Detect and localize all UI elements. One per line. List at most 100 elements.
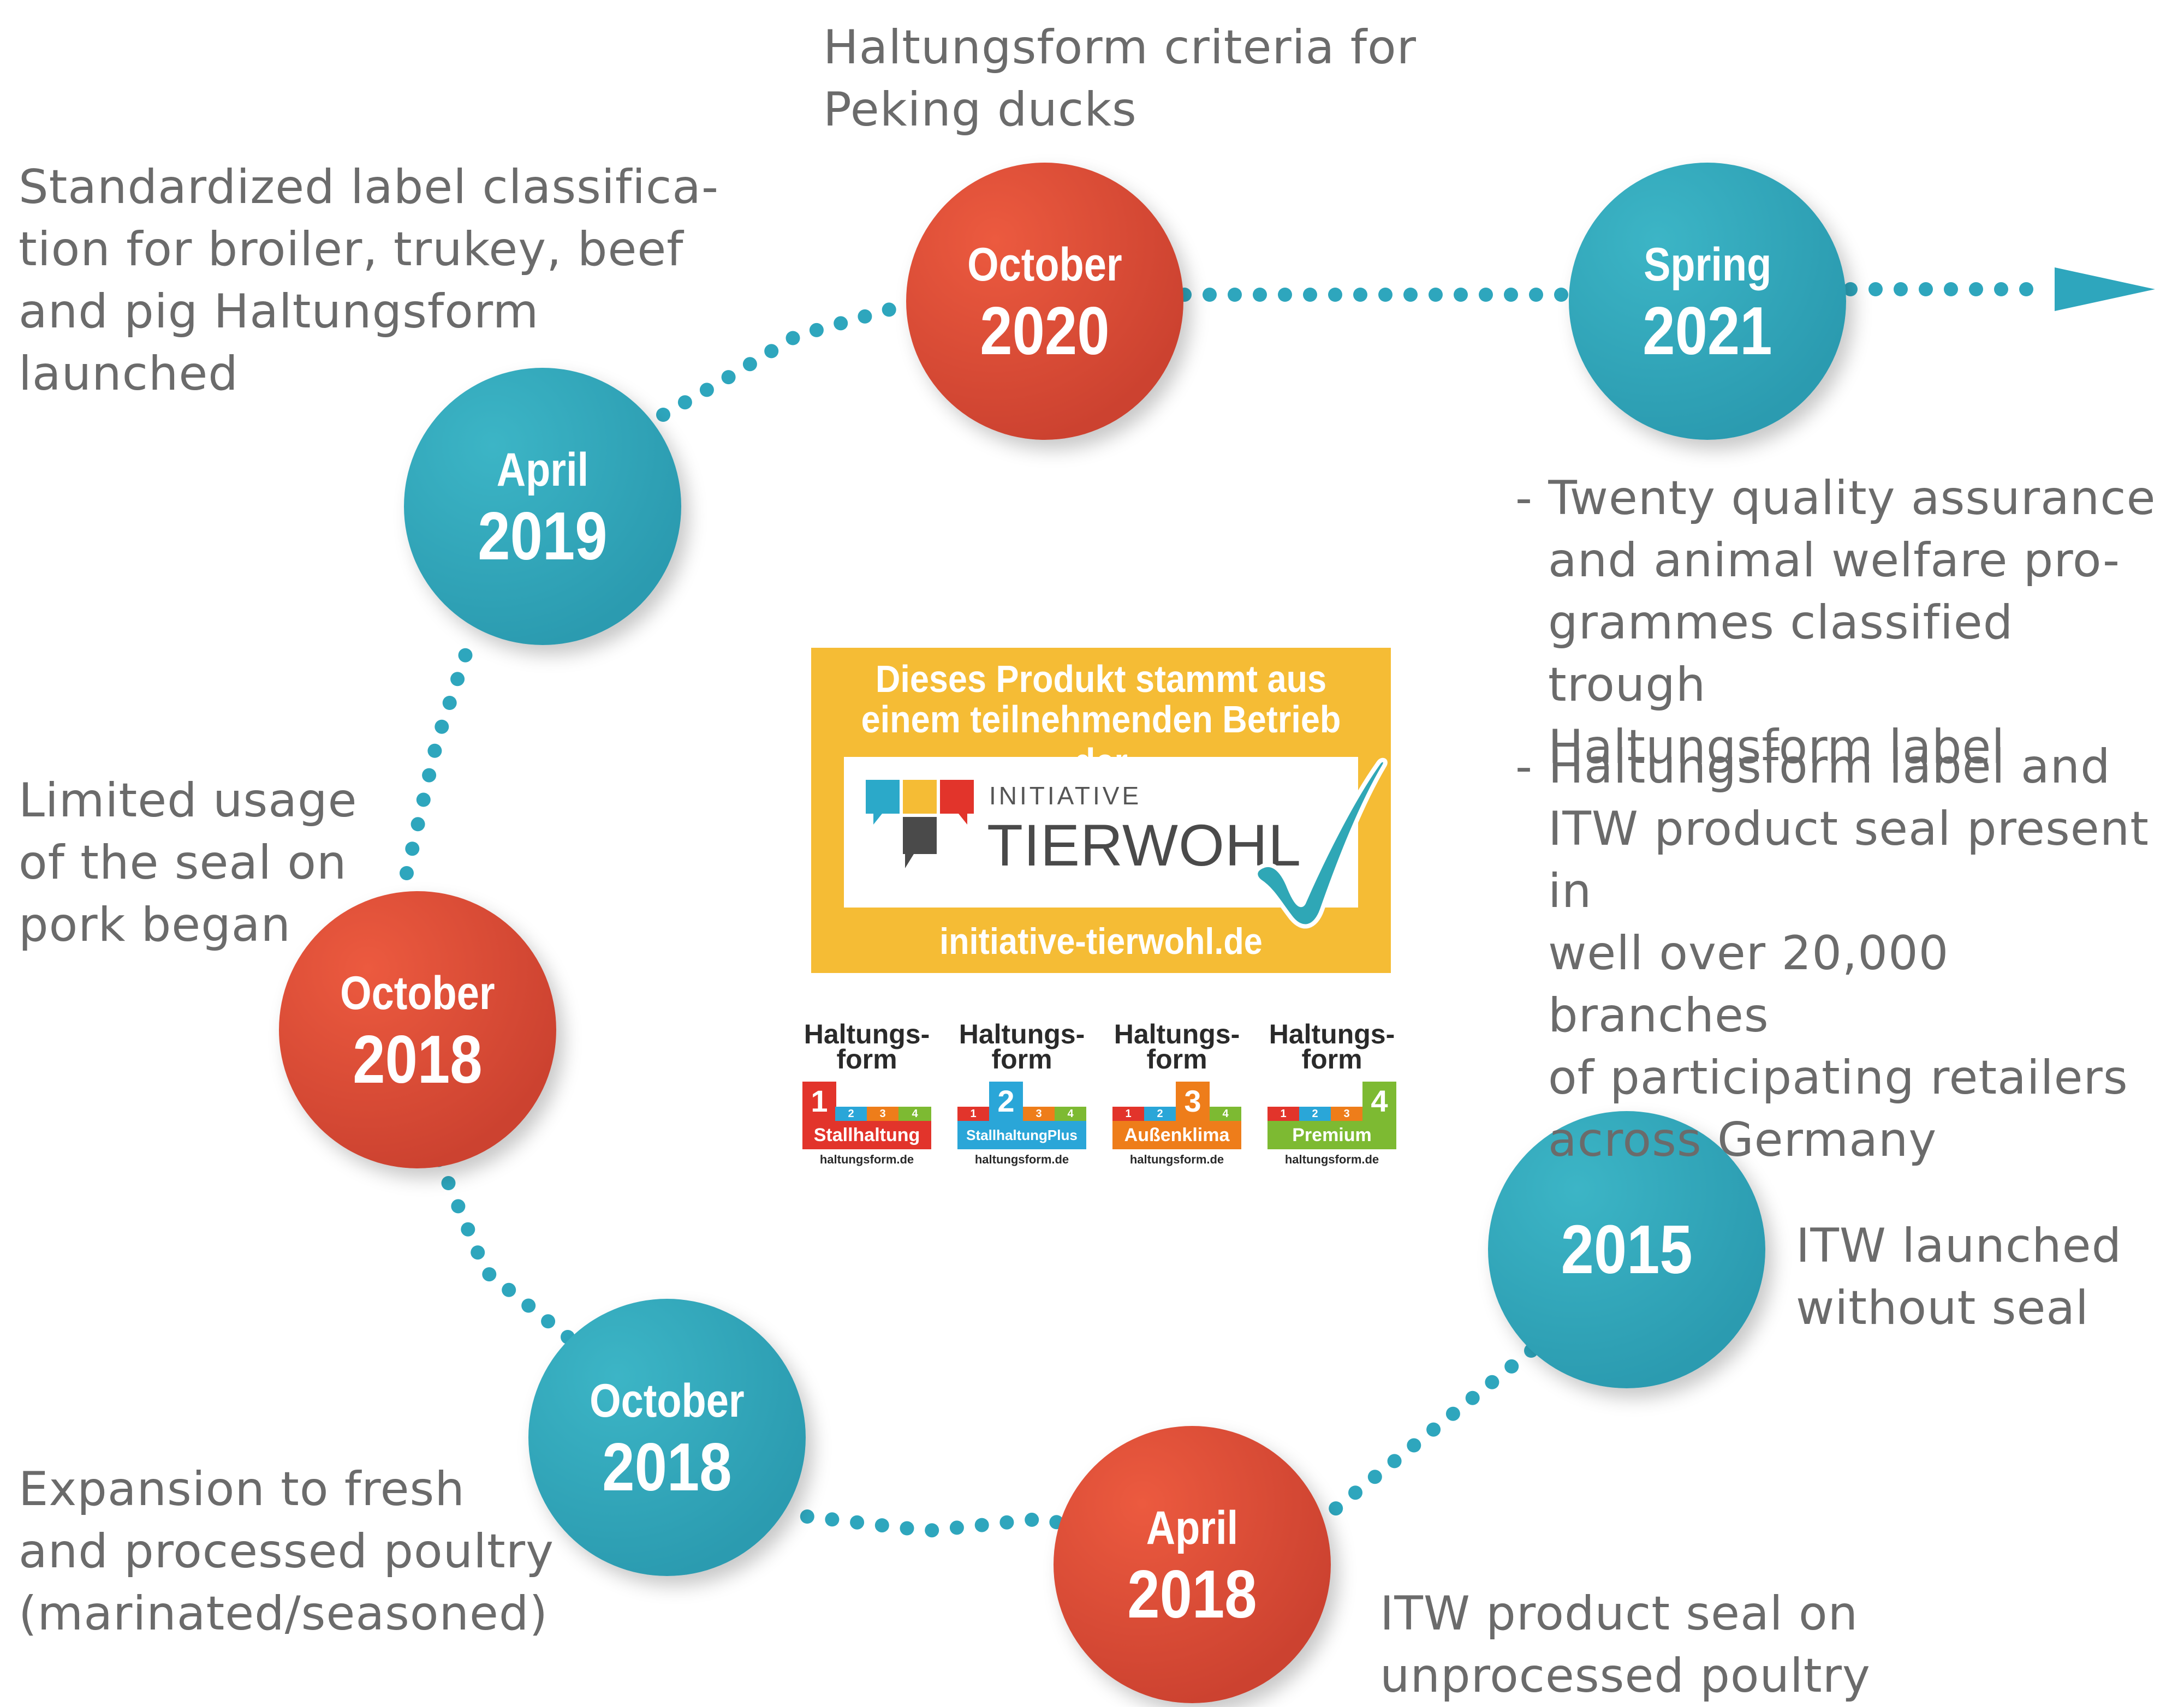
connector-dot	[1504, 1359, 1519, 1374]
connector-dot	[1407, 1438, 1421, 1453]
connector-dot	[900, 1521, 914, 1536]
connector-dot	[974, 1518, 989, 1532]
connector-dot	[1429, 288, 1443, 302]
milestone-year: 2018	[353, 1022, 483, 1097]
connector-dot	[925, 1523, 939, 1538]
tierwohl-logo-icon	[866, 780, 974, 868]
connector-dot	[1868, 282, 1883, 296]
connector-dot	[441, 1176, 456, 1190]
connector-dot	[1367, 1470, 1382, 1484]
connector-dot	[1465, 1390, 1480, 1405]
connector-dot	[482, 1267, 497, 1282]
connector-dot	[1485, 1375, 1499, 1389]
milestone-october-2018-pork: October 2018	[279, 891, 556, 1168]
connector-dot	[809, 323, 824, 337]
milestone-month: October	[590, 1375, 745, 1427]
connector-dot	[1479, 288, 1493, 302]
connector-dot	[1843, 282, 1858, 296]
haltungsform-title: Haltungs-	[804, 1019, 930, 1049]
connector-dot	[677, 395, 692, 410]
haltungsform-name: Stallhaltung	[802, 1121, 931, 1149]
seal-url: initiative-tierwohl.de	[939, 921, 1263, 962]
milestone-month: Spring	[1643, 238, 1772, 291]
haltungsform-label-1: Haltungs- form 1 2 3 4 Stallhaltung halt…	[802, 1020, 931, 1171]
haltungsform-label-3: Haltungs- form 1 2 3 4 Außenklima haltun…	[1112, 1020, 1241, 1171]
connector-dot	[435, 719, 449, 734]
milestone-year: 2019	[478, 499, 608, 574]
description-2015: ITW launched without seal	[1796, 1219, 2122, 1335]
haltungsform-name: Außenklima	[1112, 1121, 1241, 1149]
connector-dot	[949, 1520, 964, 1535]
connector-dot	[800, 1509, 814, 1524]
haltungsform-title: Haltungs-	[959, 1019, 1085, 1049]
connector-dot	[1228, 288, 1242, 302]
connector-dot	[1353, 288, 1367, 302]
connector-dot	[1554, 288, 1568, 302]
haltungsform-name: Premium	[1267, 1121, 1396, 1149]
milestone-year: 2018	[602, 1430, 732, 1505]
connector-dot	[1454, 288, 1468, 302]
connector-dot	[521, 1298, 536, 1313]
description-april-2019: Standardized label classifica- tion for …	[19, 160, 719, 401]
connector-dot	[1504, 288, 1518, 302]
checkmark-icon	[1253, 757, 1388, 929]
connector-dot	[1253, 288, 1267, 302]
connector-dot	[656, 408, 670, 422]
connector-dot	[1894, 282, 1908, 296]
level-steps: 1 2 3 4	[1267, 1074, 1396, 1121]
milestone-april-2018: April 2018	[1054, 1426, 1331, 1703]
milestone-april-2019: April 2019	[404, 368, 681, 645]
connector-dot	[458, 648, 473, 662]
haltungsform-title: form	[991, 1044, 1052, 1075]
connector-dot	[1025, 1512, 1039, 1527]
arrow-head-icon	[2055, 267, 2155, 311]
connector-dot	[882, 302, 896, 317]
connector-dot	[850, 1515, 865, 1530]
connector-dot	[471, 1245, 485, 1260]
connector-dot	[1426, 1422, 1441, 1437]
level-steps: 1 2 3 4	[957, 1074, 1086, 1121]
connector-dot	[1278, 288, 1292, 302]
haltungsform-url: haltungsform.de	[1129, 1153, 1224, 1166]
connector-dot	[1994, 282, 2008, 296]
milestone-spring-2021: Spring 2021	[1569, 163, 1846, 440]
connector-dot	[502, 1282, 516, 1297]
initiative-tierwohl-seal: Dieses Produkt stammt aus einem teilnehm…	[811, 648, 1391, 973]
haltungsform-url: haltungsform.de	[974, 1153, 1069, 1166]
connector-dot	[427, 743, 442, 758]
milestone-year: 2021	[1643, 294, 1772, 369]
connector-dot	[764, 344, 779, 359]
seal-logo-panel: INITIATIVE TIERWOHL	[844, 757, 1358, 908]
milestone-2015: 2015	[1488, 1111, 1765, 1388]
description-october-2018-pork: Limited usage of the seal on pork began	[19, 773, 358, 952]
haltungsform-name: StallhaltungPlus	[957, 1121, 1086, 1149]
haltungsform-title: form	[1146, 1044, 1207, 1075]
milestone-year: 2015	[1561, 1211, 1693, 1288]
connector-dot	[416, 792, 431, 807]
seal-brand-label: TIERWOHL	[987, 812, 1302, 878]
description-spring-2021-branches: - Haltungsform label and ITW product sea…	[1515, 739, 2149, 1167]
connector-dot	[825, 1512, 840, 1527]
connector-dot	[1303, 288, 1317, 302]
connector-dot	[1944, 282, 1958, 296]
connector-dot	[1403, 288, 1418, 302]
connector-dot	[422, 768, 437, 783]
level-steps: 1 2 3 4	[802, 1074, 931, 1121]
milestone-year: 2020	[980, 294, 1110, 369]
connector-dot	[1529, 288, 1543, 302]
connector-dot	[1329, 1501, 1343, 1516]
connector-dot	[874, 1518, 889, 1533]
connector-dot	[858, 309, 872, 324]
haltungsform-label-4: Haltungs- form 1 2 3 4 Premium haltungsf…	[1267, 1020, 1396, 1171]
milestone-month: October	[340, 967, 495, 1019]
connector-dot	[1378, 288, 1392, 302]
connector-dot	[721, 370, 736, 385]
description-april-2018: ITW product seal on unprocessed poultry	[1380, 1586, 1871, 1703]
connector-dot	[450, 672, 465, 687]
milestone-month: April	[496, 444, 589, 496]
connector-dot	[1328, 288, 1342, 302]
haltungsform-title: form	[1301, 1044, 1362, 1075]
connector-dot	[1203, 288, 1217, 302]
seal-initiative-label: INITIATIVE	[989, 781, 1142, 810]
